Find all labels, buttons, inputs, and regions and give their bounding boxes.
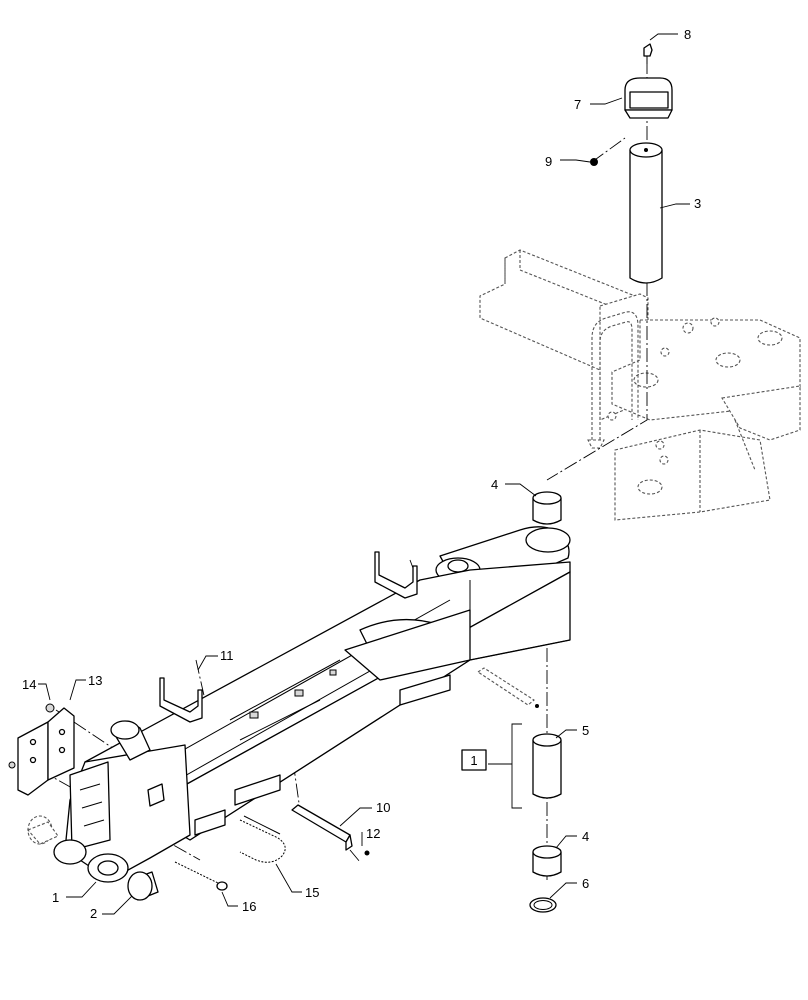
callout-3: 3	[694, 196, 701, 211]
callout-6: 6	[582, 876, 589, 891]
kit-box-label: 1	[470, 753, 477, 768]
part-2-bushing-phantom	[27, 815, 59, 845]
callout-12: 12	[366, 826, 380, 841]
kit-group-bracket: 1	[461, 723, 522, 809]
part-2-bushing[interactable]	[127, 871, 159, 901]
callout-8: 8	[684, 27, 691, 42]
callout-14: 14	[22, 677, 36, 692]
callout-5: 5	[582, 723, 589, 738]
part-7-cap-handle[interactable]	[624, 77, 673, 119]
callout-4-lower: 4	[582, 829, 589, 844]
part-14-bolt[interactable]	[45, 703, 55, 713]
callout-9: 9	[545, 154, 552, 169]
callout-4-upper: 4	[491, 477, 498, 492]
part-8-bolt[interactable]	[643, 43, 653, 64]
kit-box	[461, 749, 487, 771]
callout-10: 10	[376, 800, 390, 815]
rod-end-nut	[535, 704, 539, 708]
center-line-pin	[546, 282, 648, 481]
leader-lines	[38, 33, 690, 915]
main-tongue-assembly[interactable]	[53, 526, 571, 883]
part-3-pin[interactable]	[629, 142, 663, 284]
callout-15: 15	[305, 885, 319, 900]
callout-13: 13	[88, 673, 102, 688]
part-5-tube[interactable]	[532, 733, 562, 799]
part-12-nut[interactable]	[364, 850, 370, 856]
part-11-hanger-bracket[interactable]	[159, 551, 418, 723]
part-6-ring[interactable]	[529, 897, 557, 913]
phantom-mounting-structure	[479, 249, 801, 521]
part-4-bushing-lower[interactable]	[532, 845, 562, 877]
part-9-nut[interactable]	[590, 158, 598, 166]
callout-11: 11	[220, 648, 234, 663]
callout-1: 1	[52, 890, 59, 905]
part-16-bolt[interactable]	[174, 861, 228, 891]
part-4-bushing-upper[interactable]	[532, 491, 562, 525]
phantom-rod	[477, 667, 535, 706]
callout-labels: 8 7 9 3 4 5 4 6 10 12 11 13 14 1 2 16 15	[22, 27, 701, 921]
part-15-u-bolt[interactable]	[239, 815, 286, 863]
part-13-mounting-plate[interactable]	[8, 707, 75, 796]
callout-16: 16	[242, 899, 256, 914]
callout-2: 2	[90, 906, 97, 921]
center-line-nut	[591, 137, 626, 163]
part-10-angle-bracket[interactable]	[291, 804, 353, 851]
callout-7: 7	[574, 97, 581, 112]
